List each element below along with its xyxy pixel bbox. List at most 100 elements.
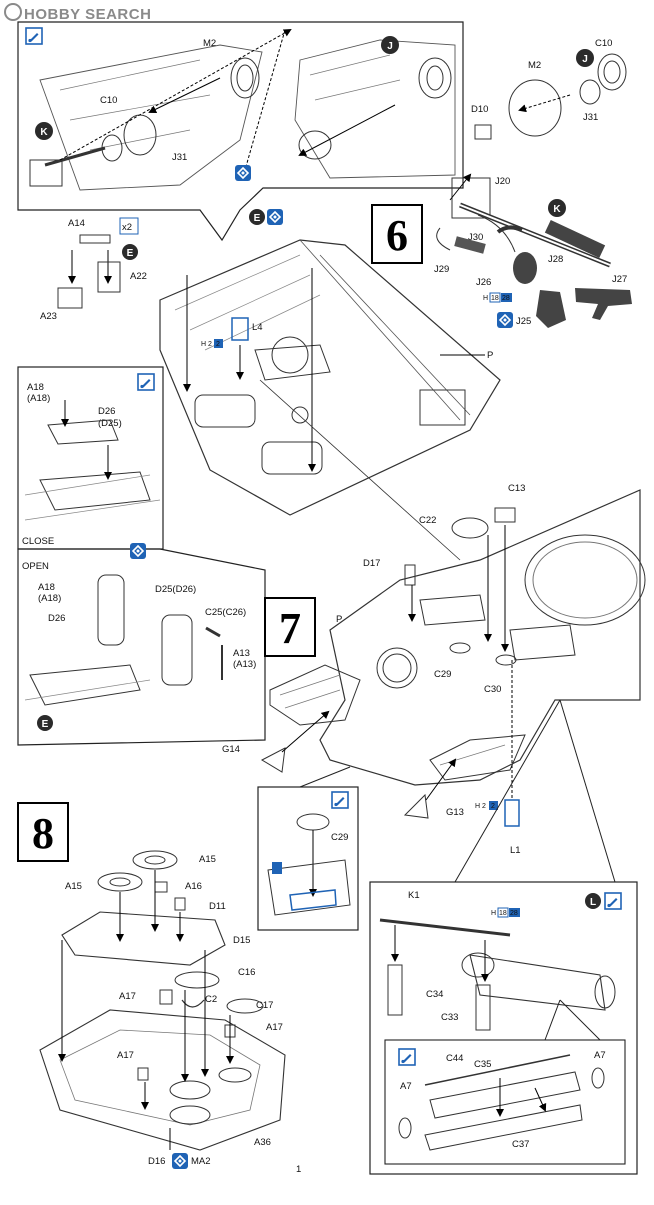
- part-D25-D26: D25(D26): [155, 584, 196, 595]
- part-D26-close: D26: [98, 406, 115, 417]
- paint-code-h2: H 2 2: [201, 339, 223, 348]
- part-J31-inset: J31: [172, 152, 187, 163]
- svg-text:2: 2: [491, 803, 495, 810]
- inset-open: OPEN A18 (A18) D26 E D25(D26) C25(C26) A…: [17, 542, 266, 746]
- part-D11: D11: [209, 901, 226, 912]
- paint-brush-icon: [137, 373, 155, 391]
- part-L4: L4: [252, 322, 263, 333]
- watermark: HOBBY SEARCH: [4, 3, 151, 23]
- part-A18-open-alt: (A18): [38, 593, 61, 604]
- inset-top-left: J K M2 C10 J31: [17, 21, 464, 242]
- part-C13: C13: [508, 483, 525, 494]
- part-D15: D15: [233, 935, 250, 946]
- step-8-badge: 8: [17, 802, 69, 862]
- svg-text:K: K: [553, 204, 561, 215]
- paint-brush-icon: [25, 27, 43, 45]
- part-J26: J26: [476, 277, 491, 288]
- part-D25-close-alt: (D25): [98, 418, 122, 429]
- part-A14: A14: [68, 218, 85, 229]
- marker-e-open: E: [37, 715, 53, 731]
- page-mark: 1: [296, 1164, 301, 1175]
- marker-j-top-left: J: [381, 36, 399, 54]
- glue-icon: [266, 208, 284, 226]
- part-A16: A16: [185, 881, 202, 892]
- step-7: 7 C13 C22 D17 P C29 C30 G14 G13 L1: [222, 483, 646, 931]
- glue-icon: [234, 164, 252, 182]
- svg-text:E: E: [42, 719, 49, 730]
- part-M2: M2: [528, 60, 541, 71]
- svg-text:K: K: [40, 127, 48, 138]
- part-J27: J27: [612, 274, 627, 285]
- svg-text:2: 2: [482, 803, 486, 810]
- glue-icon: [496, 311, 514, 329]
- part-G13: G13: [446, 807, 464, 818]
- part-A15-right: A15: [199, 854, 216, 865]
- part-C37: C37: [512, 1139, 529, 1150]
- part-P-step7: P: [336, 614, 342, 625]
- part-C35: C35: [474, 1059, 491, 1070]
- part-A13: A13: [233, 648, 250, 659]
- svg-text:6: 6: [386, 211, 408, 260]
- svg-text:18: 18: [491, 295, 499, 302]
- inset-l: L K1 H 18 28 C34 C33 C44 C35 A7 A7: [369, 699, 638, 1175]
- svg-text:7: 7: [279, 604, 301, 653]
- part-C16: C16: [238, 967, 255, 978]
- marker-j: J: [576, 49, 594, 67]
- svg-text:2: 2: [208, 341, 212, 348]
- part-C29-inset: C29: [331, 832, 348, 843]
- part-C22: C22: [419, 515, 436, 526]
- part-C17: C17: [256, 1000, 273, 1011]
- paint-code-h2-step7: H 2 2: [475, 801, 498, 810]
- glue-icon: [129, 542, 147, 560]
- hobby-search-logo-icon: [4, 3, 22, 21]
- part-J28: J28: [548, 254, 563, 265]
- paint-code-h18-28: H 18 28: [483, 292, 512, 303]
- part-A17-top: A17: [119, 991, 136, 1002]
- marker-e-step6: E: [249, 209, 265, 225]
- part-C44: C44: [446, 1053, 463, 1064]
- part-A7-right: A7: [594, 1050, 606, 1061]
- svg-text:H: H: [475, 803, 480, 810]
- marker-k: K: [548, 199, 566, 217]
- step-6-badge: 6: [371, 204, 423, 264]
- step-7-badge: 7: [264, 597, 316, 657]
- part-A17-right: A17: [266, 1022, 283, 1033]
- part-A17-bottom: A17: [117, 1050, 134, 1061]
- part-C2: C2: [205, 994, 217, 1005]
- part-A36: A36: [254, 1137, 271, 1148]
- svg-text:H: H: [201, 341, 206, 348]
- svg-text:E: E: [127, 248, 134, 259]
- part-K1: K1: [408, 890, 420, 901]
- step-6-hull: A14 x2 E A22 A23 E L4 H: [40, 208, 501, 561]
- part-C29: C29: [434, 669, 451, 680]
- part-A18-close-alt: (A18): [27, 393, 50, 404]
- svg-text:H: H: [483, 295, 488, 302]
- svg-text:8: 8: [32, 809, 54, 858]
- part-C33: C33: [441, 1012, 458, 1023]
- top-right-parts: C10 J J31 M2 D10 J20 K J30 J29 J26 J28 J…: [434, 38, 632, 329]
- caption-close: CLOSE: [22, 536, 54, 547]
- inset-close: A18 (A18) D26 (D25) CLOSE: [17, 366, 164, 550]
- part-C10-inset: C10: [100, 95, 117, 106]
- part-G14: G14: [222, 744, 240, 755]
- paint-brush-icon: [398, 1048, 416, 1066]
- part-J25: J25: [516, 316, 531, 327]
- part-J29: J29: [434, 264, 449, 275]
- part-A15-left: A15: [65, 881, 82, 892]
- svg-text:2: 2: [216, 341, 220, 348]
- svg-text:L: L: [590, 897, 596, 908]
- svg-text:J: J: [387, 41, 393, 52]
- marker-l: L: [585, 893, 601, 909]
- part-C25-C26: C25(C26): [205, 607, 246, 618]
- svg-text:28: 28: [510, 910, 518, 917]
- svg-text:x2: x2: [122, 222, 132, 233]
- part-J31: J31: [583, 112, 598, 123]
- part-D16: D16: [148, 1156, 165, 1167]
- part-A18-open: A18: [38, 582, 55, 593]
- part-P-step6: P: [487, 350, 493, 361]
- paint-code-h18-28-l: H 18 28: [491, 907, 520, 918]
- watermark-text: HOBBY SEARCH: [24, 6, 152, 23]
- step-8: 8 A15 A15 A16 D11 D15 C16 A17 C2 C17 A17…: [17, 802, 286, 1170]
